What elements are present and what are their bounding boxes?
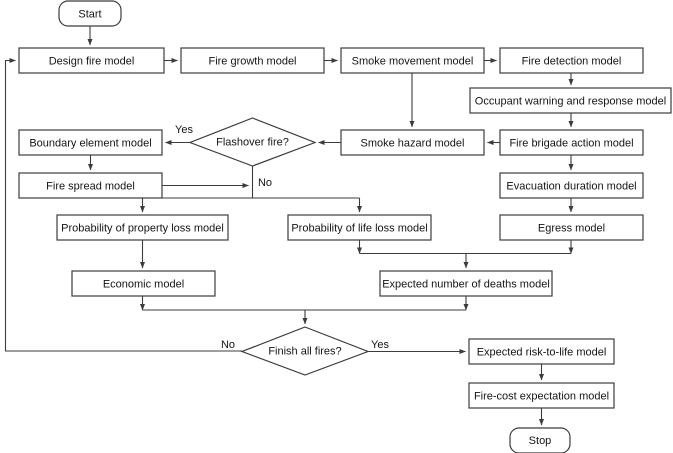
node-smoke-movement-model[interactable]: Smoke movement model	[340, 47, 485, 74]
node-design-fire-model[interactable]: Design fire model	[18, 47, 165, 74]
node-flashover-decision[interactable]: Flashover fire?	[188, 117, 317, 167]
node-start[interactable]: Start	[58, 0, 122, 27]
node-smoke-hazard-model-shape[interactable]	[340, 129, 485, 156]
edge-label-flashover-no: No	[258, 177, 272, 189]
node-fire-brigade-action-model[interactable]: Fire brigade action model	[499, 129, 644, 156]
nodes-layer: Start Design fire model Fire growth mode…	[18, 0, 672, 453]
node-expected-deaths-model-shape[interactable]	[379, 270, 553, 297]
node-economic-model[interactable]: Economic model	[71, 270, 216, 297]
edge-finish-no-loopback	[4, 57, 242, 352]
node-probability-property-loss-model[interactable]: Probability of property loss model	[56, 214, 229, 241]
node-egress-model-shape[interactable]	[499, 214, 644, 241]
node-expected-deaths-model-label: Expected number of deaths model	[382, 278, 550, 290]
node-fire-cost-expectation-model-label: Fire-cost expectation model	[474, 390, 609, 402]
node-boundary-element-model-shape[interactable]	[18, 129, 163, 156]
edge-labels-layer: Yes No No Yes	[175, 124, 389, 351]
node-smoke-hazard-model-label: Smoke hazard model	[361, 137, 465, 149]
edge-label-flashover-yes: Yes	[175, 124, 193, 136]
node-fire-growth-model-shape[interactable]	[180, 47, 325, 74]
node-expected-risk-to-life-model[interactable]: Expected risk-to-life model	[468, 338, 615, 365]
node-stop[interactable]: Stop	[509, 427, 571, 453]
node-fire-detection-model-label: Fire detection model	[522, 55, 622, 67]
node-fire-detection-model[interactable]: Fire detection model	[499, 47, 644, 74]
node-finish-all-fires-decision-label: Finish all fires?	[268, 345, 341, 357]
node-fire-spread-model[interactable]: Fire spread model	[18, 172, 163, 199]
node-probability-life-loss-model-shape[interactable]	[287, 214, 432, 241]
node-probability-life-loss-model-label: Probability of life loss model	[291, 222, 427, 234]
node-fire-growth-model-label: Fire growth model	[208, 55, 296, 67]
node-expected-deaths-model[interactable]: Expected number of deaths model	[379, 270, 553, 297]
node-flashover-decision-label: Flashover fire?	[216, 136, 289, 148]
node-flashover-decision-shape[interactable]	[188, 117, 317, 167]
node-design-fire-model-shape[interactable]	[18, 47, 165, 74]
node-fire-brigade-action-model-label: Fire brigade action model	[509, 137, 633, 149]
node-occupant-warning-model[interactable]: Occupant warning and response model	[469, 87, 672, 114]
node-economic-model-shape[interactable]	[71, 270, 216, 297]
node-expected-risk-to-life-model-label: Expected risk-to-life model	[477, 346, 607, 358]
node-boundary-element-model[interactable]: Boundary element model	[18, 129, 163, 156]
node-occupant-warning-model-shape[interactable]	[469, 87, 672, 114]
node-fire-spread-model-shape[interactable]	[18, 172, 163, 199]
node-fire-brigade-action-model-shape[interactable]	[499, 129, 644, 156]
node-finish-all-fires-decision-shape[interactable]	[240, 326, 370, 376]
node-fire-spread-model-label: Fire spread model	[46, 180, 135, 192]
node-fire-cost-expectation-model-shape[interactable]	[468, 382, 615, 409]
node-finish-all-fires-decision[interactable]: Finish all fires?	[240, 326, 370, 376]
node-egress-model[interactable]: Egress model	[499, 214, 644, 241]
edge-label-finish-yes: Yes	[371, 339, 389, 351]
node-smoke-movement-model-label: Smoke movement model	[352, 55, 474, 67]
node-fire-growth-model[interactable]: Fire growth model	[180, 47, 325, 74]
node-occupant-warning-model-label: Occupant warning and response model	[475, 95, 666, 107]
node-start-shape[interactable]	[58, 0, 122, 27]
node-probability-property-loss-model-shape[interactable]	[56, 214, 229, 241]
node-stop-shape[interactable]	[509, 427, 571, 453]
node-fire-cost-expectation-model[interactable]: Fire-cost expectation model	[468, 382, 615, 409]
node-start-label: Start	[78, 8, 101, 20]
node-evacuation-duration-model-label: Evacuation duration model	[506, 180, 636, 192]
node-stop-label: Stop	[529, 435, 552, 447]
node-design-fire-model-label: Design fire model	[49, 55, 135, 67]
node-probability-property-loss-model-label: Probability of property loss model	[61, 222, 224, 234]
node-evacuation-duration-model-shape[interactable]	[499, 172, 644, 199]
node-smoke-hazard-model[interactable]: Smoke hazard model	[340, 129, 485, 156]
edge-label-finish-no: No	[221, 339, 235, 351]
edges-layer	[4, 26, 574, 426]
node-probability-life-loss-model[interactable]: Probability of life loss model	[287, 214, 432, 241]
node-egress-model-label: Egress model	[538, 222, 605, 234]
node-smoke-movement-model-shape[interactable]	[340, 47, 485, 74]
node-boundary-element-model-label: Boundary element model	[29, 137, 151, 149]
node-expected-risk-to-life-model-shape[interactable]	[468, 338, 615, 365]
node-economic-model-label: Economic model	[103, 278, 184, 290]
node-fire-detection-model-shape[interactable]	[499, 47, 644, 74]
node-evacuation-duration-model[interactable]: Evacuation duration model	[499, 172, 644, 199]
